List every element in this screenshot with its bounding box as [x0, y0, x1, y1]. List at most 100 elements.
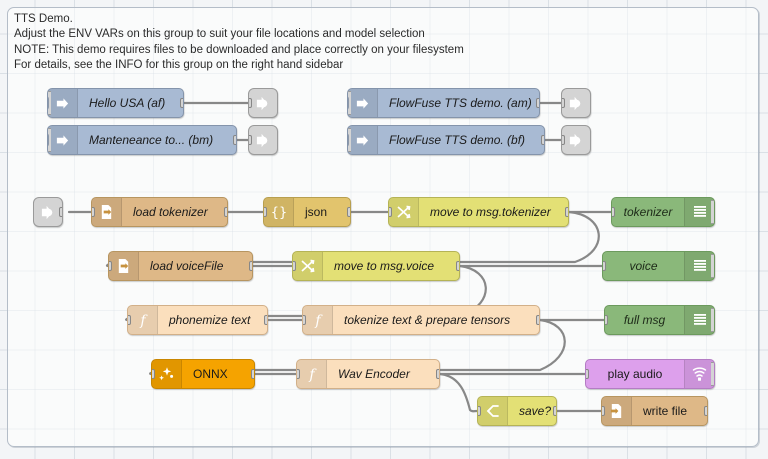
- input-port[interactable]: [249, 98, 252, 108]
- node-json[interactable]: {} json: [263, 197, 351, 227]
- magic-wand-icon: [152, 360, 182, 388]
- output-port[interactable]: [249, 261, 252, 271]
- output-port[interactable]: [233, 135, 236, 145]
- input-port[interactable]: [602, 406, 605, 416]
- link-out-icon: [569, 133, 580, 147]
- braces-icon: {}: [264, 198, 294, 226]
- output-port[interactable]: [264, 315, 267, 325]
- svg-text:f: f: [314, 313, 323, 328]
- input-port[interactable]: [562, 98, 565, 108]
- input-port[interactable]: [389, 207, 392, 217]
- output-port[interactable]: [536, 315, 539, 325]
- svg-text:f: f: [139, 313, 148, 328]
- output-port[interactable]: [251, 369, 254, 379]
- output-port[interactable]: [347, 207, 350, 217]
- node-load-voicefile[interactable]: load voiceFile: [108, 251, 253, 281]
- input-port[interactable]: [109, 261, 112, 271]
- input-port[interactable]: [92, 207, 95, 217]
- output-port[interactable]: [541, 135, 544, 145]
- output-port[interactable]: [553, 406, 556, 416]
- node-link-out-2[interactable]: [248, 125, 278, 155]
- output-port[interactable]: [536, 98, 539, 108]
- node-inject-am[interactable]: FlowFuse TTS demo. (am): [347, 88, 540, 118]
- inject-button[interactable]: [48, 91, 51, 115]
- svg-text:f: f: [308, 367, 317, 382]
- input-port[interactable]: [152, 369, 155, 379]
- inject-arrow-icon: [48, 89, 78, 117]
- output-port[interactable]: [565, 207, 568, 217]
- link-out-icon: [256, 96, 267, 110]
- node-debug-voice[interactable]: voice: [602, 251, 715, 281]
- node-inject-maintenance[interactable]: Manteneance to... (bm): [47, 125, 237, 155]
- output-port[interactable]: [456, 261, 459, 271]
- node-label: FlowFuse TTS demo. (am): [389, 96, 532, 110]
- input-port[interactable]: [264, 207, 267, 217]
- input-port[interactable]: [478, 406, 481, 416]
- node-label: Wav Encoder: [338, 367, 410, 381]
- output-port[interactable]: [436, 369, 439, 379]
- speaker-waves-icon: [684, 360, 714, 388]
- file-out-icon: [602, 397, 632, 425]
- node-debug-full-msg[interactable]: full msg: [604, 305, 715, 335]
- output-port[interactable]: [59, 207, 62, 217]
- node-label: Hello USA (af): [89, 96, 166, 110]
- node-inject-hello-usa[interactable]: Hello USA (af): [47, 88, 184, 118]
- node-debug-tokenizer[interactable]: tokenizer: [611, 197, 715, 227]
- node-label: full msg: [623, 313, 666, 327]
- input-port[interactable]: [128, 315, 131, 325]
- input-port[interactable]: [562, 135, 565, 145]
- group-note-text: TTS Demo. Adjust the ENV VARs on this gr…: [14, 13, 464, 72]
- node-label: play audio: [607, 367, 663, 381]
- node-move-to-msg-tokenizer[interactable]: move to msg.tokenizer: [388, 197, 569, 227]
- output-port[interactable]: [180, 98, 183, 108]
- node-link-in-1[interactable]: [33, 197, 63, 227]
- input-port[interactable]: [249, 135, 252, 145]
- file-in-icon: [109, 252, 139, 280]
- node-label: load tokenizer: [133, 205, 208, 219]
- debug-toggle-button[interactable]: [711, 254, 714, 278]
- input-port[interactable]: [297, 369, 300, 379]
- input-port[interactable]: [603, 261, 606, 271]
- node-play-audio[interactable]: play audio: [585, 359, 715, 389]
- debug-toggle-button[interactable]: [711, 200, 714, 224]
- node-link-out-3[interactable]: [561, 88, 591, 118]
- function-f-icon: f: [303, 306, 333, 334]
- input-port[interactable]: [293, 261, 296, 271]
- inject-button[interactable]: [48, 128, 51, 152]
- node-label: phonemize text: [169, 313, 251, 327]
- input-port[interactable]: [303, 315, 306, 325]
- inject-arrow-icon: [348, 89, 378, 117]
- node-label: save?: [519, 404, 552, 418]
- node-tokenize-prepare-tensors[interactable]: f tokenize text & prepare tensors: [302, 305, 540, 335]
- input-port[interactable]: [612, 207, 615, 217]
- debug-lines-icon: [684, 198, 714, 226]
- node-load-tokenizer[interactable]: load tokenizer: [91, 197, 228, 227]
- shuffle-icon: [293, 252, 323, 280]
- input-port[interactable]: [605, 315, 608, 325]
- node-move-to-msg-voice[interactable]: move to msg.voice: [292, 251, 460, 281]
- node-save-switch[interactable]: save?: [477, 396, 557, 426]
- output-port[interactable]: [224, 207, 227, 217]
- node-inject-bf[interactable]: FlowFuse TTS demo. (bf): [347, 125, 545, 155]
- node-onnx[interactable]: ONNX: [151, 359, 255, 389]
- node-label: ONNX: [193, 367, 228, 381]
- debug-toggle-button[interactable]: [711, 308, 714, 332]
- node-link-out-4[interactable]: [561, 125, 591, 155]
- node-label: json: [305, 205, 328, 219]
- inject-arrow-icon: [348, 126, 378, 154]
- link-in-icon: [41, 205, 52, 219]
- audio-toggle-button[interactable]: [711, 362, 714, 386]
- node-link-out-1[interactable]: [248, 88, 278, 118]
- node-write-file[interactable]: write file: [601, 396, 708, 426]
- node-wav-encoder[interactable]: f Wav Encoder: [296, 359, 440, 389]
- inject-button[interactable]: [348, 91, 351, 115]
- node-label: FlowFuse TTS demo. (bf): [389, 133, 526, 147]
- node-phonemize-text[interactable]: f phonemize text: [127, 305, 268, 335]
- debug-lines-icon: [684, 306, 714, 334]
- output-port[interactable]: [704, 406, 707, 416]
- inject-button[interactable]: [348, 128, 351, 152]
- function-f-icon: f: [297, 360, 327, 388]
- node-label: move to msg.voice: [334, 259, 435, 273]
- input-port[interactable]: [586, 369, 589, 379]
